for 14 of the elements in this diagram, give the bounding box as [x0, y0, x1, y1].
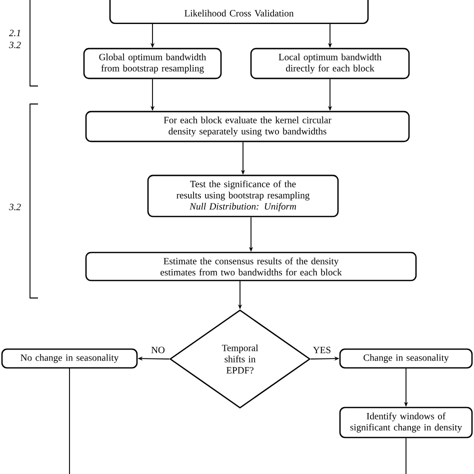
process-box: Change in seasonality [339, 348, 473, 368]
process-box: Test the significance of the results using bootstrap resampling Null Distribution: Uniform [147, 174, 339, 218]
process-box: For each block evaluate the kernel circular density separately using two bandwidths [85, 110, 410, 142]
process-box: Global optimum bandwidth from bootstrap resampling [83, 48, 222, 80]
section-number: 2.1 [9, 30, 20, 36]
edge-label: YES [312, 346, 332, 354]
edge-label: NO [150, 346, 166, 354]
process-box: No change in seasonality [1, 348, 138, 368]
process-box: Local optimum bandwidth directly for each block [250, 48, 410, 80]
process-box: Estimate the consensus results of the density estimates from two bandwidths for each block [85, 252, 417, 282]
process-box: Likelihood Cross Validation [109, 0, 369, 24]
process-box: Identify windows of significant change in density [339, 406, 473, 438]
section-number: 3.2 [9, 204, 21, 210]
section-number: 3.2 [9, 42, 21, 48]
